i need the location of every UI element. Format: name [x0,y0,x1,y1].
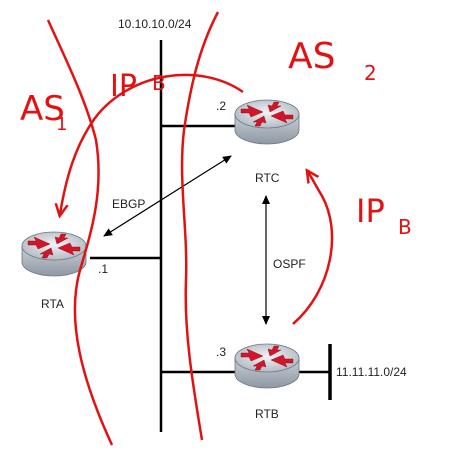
ebgp-label: EBGP [112,197,145,211]
rta-router-icon [21,231,87,277]
as1-subscript: 1 [56,114,67,135]
right-subnet-label: 11.11.11.0/24 [336,365,407,379]
rtc-router-name: RTC [255,171,280,185]
as1-boundary-line [46,19,114,446]
as1-annotation: AS [20,89,65,129]
ip-right-annotation: IP [356,192,385,230]
ip-top-annotation: IP [110,69,137,104]
ip-top-subscript: B [152,71,166,95]
ip-right-subscript: B [398,215,412,239]
ip-propagation-arrow-right [292,172,334,325]
top-subnet-label: 10.10.10.0/24 [118,17,192,31]
rtb-interface-label: .3 [216,345,226,359]
rta-interface-label: .1 [98,262,108,276]
ospf-label: OSPF [273,257,306,271]
rtb-router-icon [234,343,300,389]
rtc-interface-label: .2 [216,99,226,113]
as2-boundary-line [180,11,220,441]
ebgp-arrow [103,155,232,237]
as2-annotation: AS [288,36,335,77]
rtb-router-name: RTB [255,407,279,421]
as2-subscript: 2 [364,61,377,85]
ip-propagation-arrow-top [60,73,244,214]
rta-router-name: RTA [41,297,64,311]
rtc-router-icon [234,99,300,145]
